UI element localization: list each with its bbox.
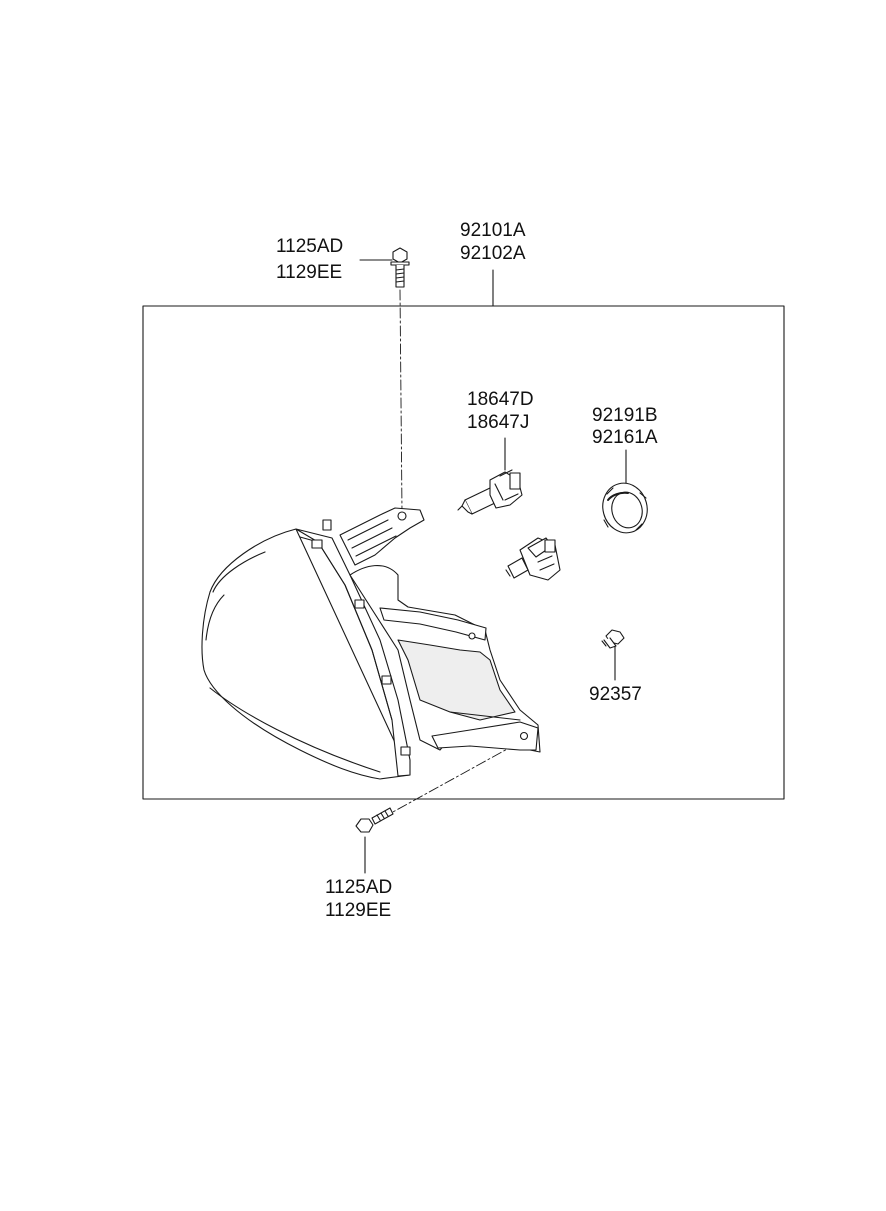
headlamp-housing-icon: [201, 507, 541, 780]
centerline-bolt-bottom: [381, 741, 521, 819]
screw-icon: [601, 629, 625, 649]
socket-label-2: 92161A: [592, 427, 658, 448]
bolt-bottom-label-1: 1125AD: [325, 877, 393, 898]
bolt-top-label-1: 1125AD: [276, 236, 344, 257]
socket-ring-icon: [602, 482, 648, 534]
socket-label-1: 92191B: [592, 405, 658, 426]
centerline-bolt-top: [399, 289, 403, 513]
bolt-top-icon: [390, 247, 410, 288]
bolt-bottom-label-2: 1129EE: [325, 900, 392, 921]
bulb-main-label-2: 18647J: [467, 412, 530, 433]
assembly-label-2: 92102A: [460, 243, 526, 264]
bulb-main-label-1: 18647D: [467, 389, 534, 410]
bolt-top-label-2: 1129EE: [276, 262, 343, 283]
bolt-bottom-icon: [355, 807, 394, 833]
assembly-label-1: 92101A: [460, 220, 526, 241]
assembly-frame: [142, 305, 785, 800]
bulb-secondary-icon: [505, 537, 561, 581]
bulb-main-icon: [457, 469, 523, 515]
screw-label: 92357: [589, 684, 642, 705]
